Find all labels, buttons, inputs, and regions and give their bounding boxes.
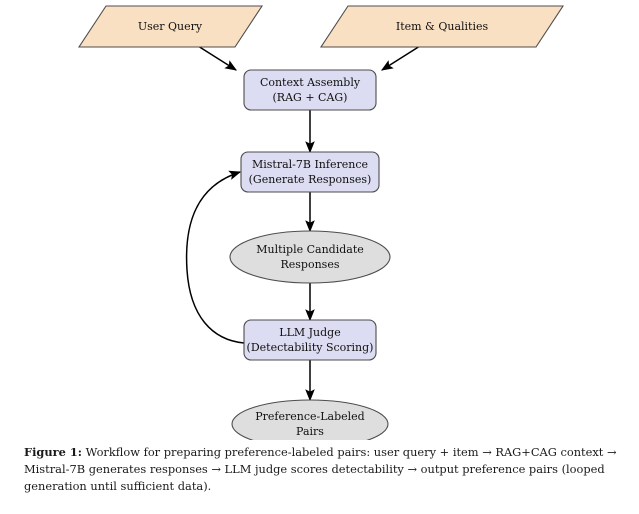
node-mistral-inference[interactable]: Mistral-7B Inference (Generate Responses… (240, 151, 380, 193)
edge-item-to-context (380, 45, 421, 71)
edge-user-query-to-context (197, 45, 238, 71)
workflow-diagram: User Query Item & Qualities Context Asse… (77, 5, 565, 440)
figure-caption-label: Figure 1: (24, 445, 83, 459)
mistral-inference-label-line2: (Generate Responses) (249, 173, 372, 186)
node-item-qualities[interactable]: Item & Qualities (319, 5, 565, 48)
item-qualities-shape (319, 5, 565, 48)
preference-pairs-shape (231, 399, 389, 440)
preference-pairs-label-line2: Pairs (296, 425, 324, 438)
context-assembly-label-line2: (RAG + CAG) (273, 91, 348, 104)
user-query-shape (77, 5, 264, 48)
node-user-query[interactable]: User Query (77, 5, 264, 48)
llm-judge-shape (243, 319, 377, 361)
node-llm-judge[interactable]: LLM Judge (Detectability Scoring) (243, 319, 377, 361)
candidate-responses-label-line2: Responses (281, 258, 340, 271)
candidate-responses-shape (229, 230, 391, 284)
item-qualities-label: Item & Qualities (396, 20, 489, 33)
candidate-responses-label-line1: Multiple Candidate (256, 243, 364, 256)
user-query-label: User Query (138, 20, 203, 33)
mistral-inference-shape (240, 151, 380, 193)
llm-judge-label-line1: LLM Judge (279, 326, 340, 339)
preference-pairs-label-line1: Preference-Labeled (255, 410, 364, 423)
node-candidate-responses[interactable]: Multiple Candidate Responses (229, 230, 391, 284)
figure-caption-text: Workflow for preparing preference-labele… (24, 445, 617, 493)
mistral-inference-label-line1: Mistral-7B Inference (252, 158, 368, 171)
node-preference-pairs[interactable]: Preference-Labeled Pairs (231, 399, 389, 440)
edge-layer (185, 45, 421, 402)
llm-judge-label-line2: (Detectability Scoring) (247, 341, 374, 354)
context-assembly-shape (243, 69, 377, 111)
figure-caption: Figure 1: Workflow for preparing prefere… (24, 444, 618, 495)
node-context-assembly[interactable]: Context Assembly (RAG + CAG) (243, 69, 377, 111)
context-assembly-label-line1: Context Assembly (260, 76, 361, 89)
edge-judge-loop-to-mistral (185, 170, 245, 344)
